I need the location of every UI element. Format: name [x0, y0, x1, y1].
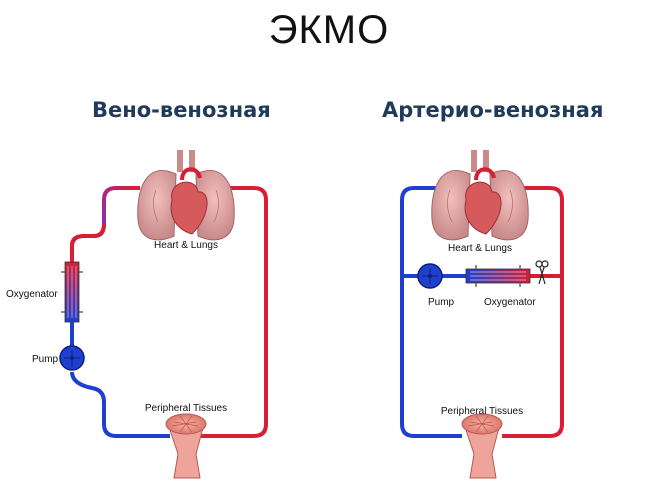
peripheral-tissue-icon — [165, 413, 207, 479]
veno-venous-circuit: Heart & Lungs Oxygenator Pump Peripheral… — [6, 150, 268, 479]
pump-label: Pump — [32, 354, 59, 365]
return-tube — [70, 186, 140, 264]
heart-lungs-label: Heart & Lungs — [448, 243, 512, 254]
tissues-label: Peripheral Tissues — [145, 403, 227, 414]
venous-tube — [400, 186, 462, 438]
clamp-icon — [535, 260, 549, 285]
oxygenator-label: Oxygenator — [6, 289, 58, 300]
pump-icon — [417, 263, 443, 289]
tissues-label: Peripheral Tissues — [441, 406, 523, 417]
page-title: ЭКМО — [268, 8, 390, 52]
peripheral-tissue-icon — [461, 413, 503, 479]
arterio-venous-title: Артерио-венозная — [382, 98, 604, 122]
oxygenator-label: Oxygenator — [484, 297, 536, 308]
heart-lungs-icon — [137, 150, 235, 241]
arterial-tube — [502, 186, 564, 438]
arterio-venous-circuit: Heart & Lungs Pump Oxygenator Peripheral… — [400, 150, 564, 479]
pump-icon — [59, 345, 85, 371]
oxygenator-icon — [465, 265, 531, 287]
pump-label: Pump — [428, 297, 455, 308]
venous-drain-tube — [70, 371, 170, 438]
veno-venous-title: Вено-венозная — [92, 98, 271, 122]
heart-lungs-icon — [431, 150, 529, 241]
heart-lungs-label: Heart & Lungs — [154, 240, 218, 251]
arterial-tube — [200, 186, 268, 438]
oxygenator-icon — [61, 261, 83, 323]
